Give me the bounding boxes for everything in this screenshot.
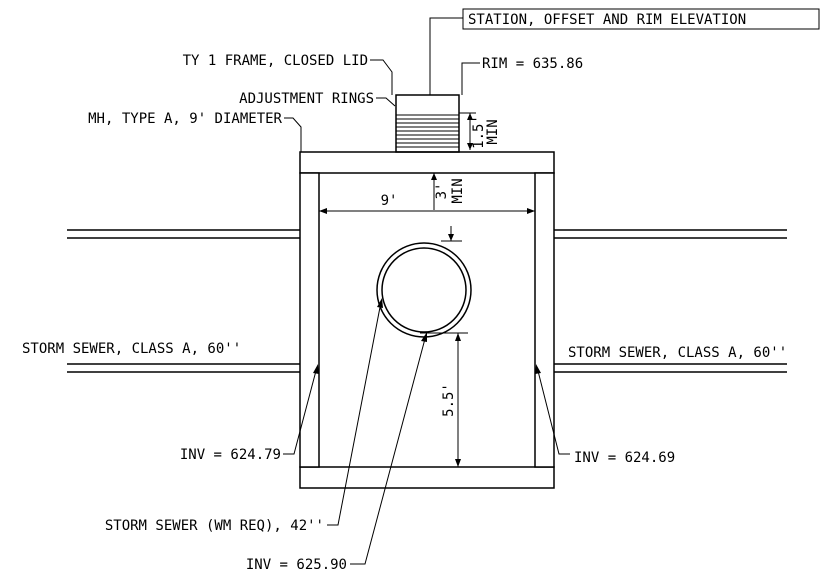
right-wall — [534, 172, 555, 468]
sewer-left-label: STORM SEWER, CLASS A, 60'' — [22, 341, 241, 357]
dim-inner-width — [319, 208, 535, 214]
sewer-right-label: STORM SEWER, CLASS A, 60'' — [568, 345, 787, 361]
manhole-label: MH, TYPE A, 9' DIAMETER — [88, 111, 282, 127]
rim-label: RIM = 635.86 — [482, 56, 583, 72]
dim-top-clear-text: 3' — [434, 183, 450, 200]
left-wall — [299, 172, 320, 468]
dim-pipe-height-text: 5.5' — [441, 383, 457, 417]
manhole-structure — [299, 151, 555, 489]
leaders — [283, 17, 570, 565]
center-pipe — [376, 242, 472, 338]
dim-ring-height — [459, 112, 476, 150]
bottom-slab — [299, 466, 555, 489]
pipe-lower-right — [554, 363, 787, 373]
pipe-lower-left — [67, 363, 300, 373]
inv-right-label: INV = 624.69 — [574, 450, 675, 466]
frame-lid-label: TY 1 FRAME, CLOSED LID — [183, 53, 368, 69]
dim-pipe-top-marker — [441, 226, 462, 242]
pipe-upper-right — [554, 229, 787, 239]
top-slab — [299, 151, 555, 174]
station-label: STATION, OFFSET AND RIM ELEVATION — [468, 12, 746, 28]
station-label-box — [462, 8, 820, 30]
inv-left-label: INV = 624.79 — [180, 447, 281, 463]
adjustment-rings — [395, 94, 460, 153]
sewer-center-label: STORM SEWER (WM REQ), 42'' — [105, 518, 324, 534]
pipe-upper-left — [67, 229, 300, 239]
dim-top-clear-min-text: MIN — [450, 178, 466, 203]
adjustment-rings-label: ADJUSTMENT RINGS — [239, 91, 374, 107]
inv-center-label: INV = 625.90 — [246, 557, 347, 573]
dim-inner-width-text: 9' — [381, 193, 398, 209]
dim-ring-min-text: MIN — [485, 119, 501, 144]
dim-ring-height-text: 1.5' — [471, 115, 487, 149]
dim-pipe-height — [420, 332, 468, 467]
dim-top-clear — [431, 173, 437, 210]
